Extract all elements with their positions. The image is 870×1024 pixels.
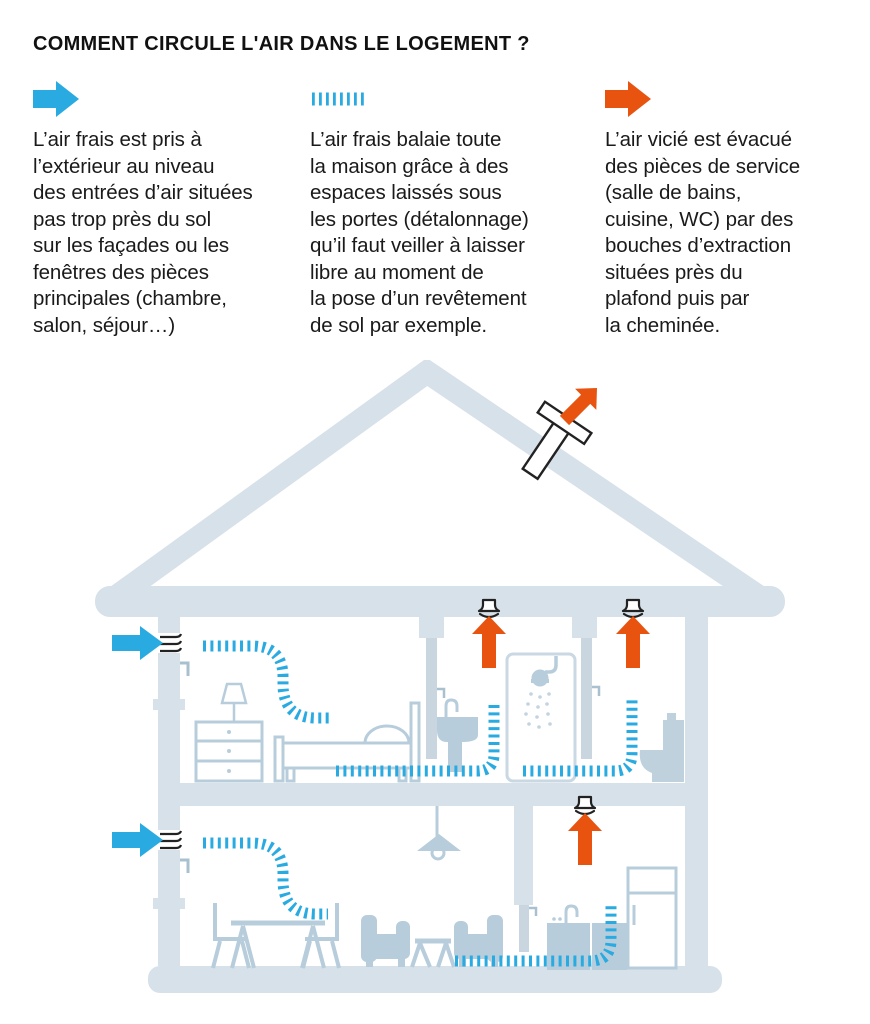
legend-item-fresh-air: L’air frais est pris à l’extérieur au ni… (33, 80, 291, 339)
house-cross-section-diagram (95, 360, 785, 993)
floor-slab (148, 966, 722, 993)
bedroom-door (426, 638, 437, 759)
orange-right-arrow-icon (605, 80, 857, 118)
extraction-vent-icon-kitchen (573, 795, 597, 816)
legend-text-fresh-air: L’air frais est pris à l’extérieur au ni… (33, 128, 253, 337)
upper-window-handle-icon (180, 661, 190, 676)
armchair-right (454, 915, 503, 967)
roof (106, 360, 768, 609)
kitchen-wall (514, 806, 533, 905)
floor-divider (158, 783, 708, 806)
house-structure (95, 360, 785, 993)
airflow-path-lower-entry (203, 837, 328, 920)
side-table (410, 938, 456, 968)
lower-right-wall (685, 806, 708, 966)
wc-door-handle-icon (592, 685, 601, 696)
shower-spray (524, 692, 552, 729)
fridge (626, 866, 678, 970)
shower (505, 652, 577, 783)
stale-air-arrow-bathroom (472, 616, 506, 668)
door-handles (180, 661, 601, 916)
armchair-left (361, 915, 410, 967)
legend-text-airflow: L’air frais balaie toute la maison grâce… (310, 128, 529, 337)
upper-inlet-grille-icon (160, 633, 183, 653)
lower-inlet-grille-icon (160, 830, 183, 850)
wc-door (581, 638, 592, 759)
upper-right-wall (685, 614, 708, 783)
upper-window-sill (153, 699, 185, 710)
dresser (194, 720, 264, 783)
stale-air-arrow-kitchen (568, 813, 602, 865)
upper-left-wall-top (158, 614, 180, 633)
page-title: COMMENT CIRCULE L'AIR DANS LE LOGEMENT ? (33, 33, 530, 56)
dining-chair-left (211, 903, 251, 969)
bathroom-sink (437, 698, 478, 772)
dashed-flow-icon (310, 80, 572, 118)
air-inlet-grilles (160, 633, 183, 850)
airflow-path-upper-entry (203, 640, 332, 724)
kitchen-door (519, 905, 529, 952)
lower-left-wall-top (158, 806, 180, 830)
dining-table (230, 920, 326, 969)
kitchen-door-handle-icon (529, 906, 538, 916)
table-lamp-icon (220, 682, 248, 722)
pendant-lamp-icon (417, 806, 461, 861)
fresh-air-inlet-arrow-lower (112, 823, 163, 857)
pillow (363, 724, 411, 744)
toilet (639, 713, 684, 782)
interior-doors (426, 638, 592, 952)
lower-window-handle-icon (180, 858, 190, 873)
airflow-path-upper-floor-to-wc (523, 700, 638, 777)
bathroom-wall-stub-2 (572, 614, 597, 638)
blue-right-arrow-icon (33, 80, 291, 118)
airflow-path-upper-floor-to-bathroom (336, 703, 500, 777)
airflow-paths (203, 640, 638, 967)
bathroom-wall-stub-1 (419, 614, 444, 638)
bedroom-door-handle-icon (437, 687, 446, 698)
legend-item-stale-air: L’air vicié est évacué des pièces de ser… (605, 80, 857, 339)
fresh-air-inlet-arrow-upper (112, 626, 163, 660)
upper-left-wall (158, 653, 180, 783)
lower-window-sill (153, 898, 185, 909)
chimney-exhaust-arrow (559, 388, 597, 426)
bed (273, 701, 421, 783)
legend-item-airflow: L’air frais balaie toute la maison grâce… (310, 80, 572, 339)
eaves-bar (95, 586, 785, 617)
stale-air-arrow-wc (616, 616, 650, 668)
legend-text-stale-air: L’air vicié est évacué des pièces de ser… (605, 128, 801, 337)
dining-chair-right (301, 903, 341, 969)
airflow-path-lower-floor-to-kitchen (455, 903, 617, 967)
